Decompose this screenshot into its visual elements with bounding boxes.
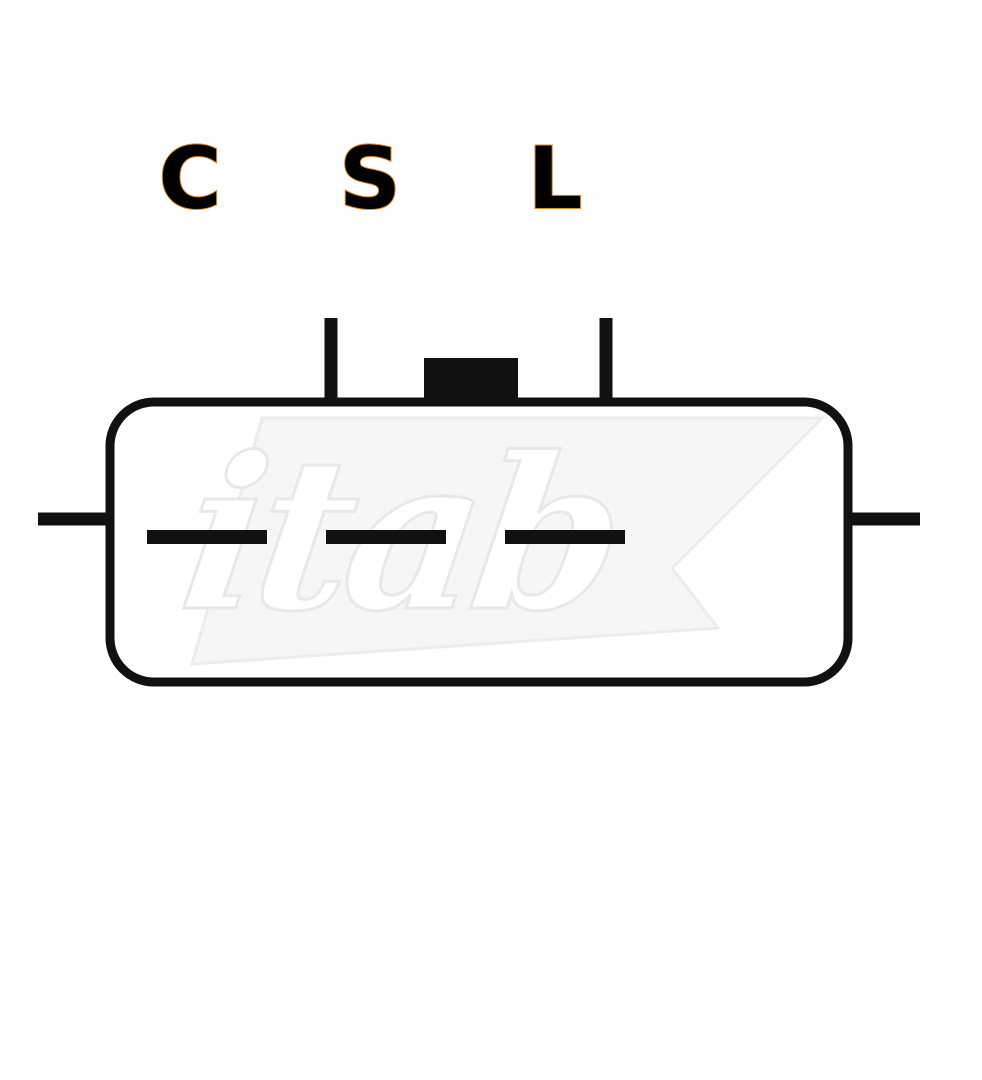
pin-label-c: C: [158, 129, 221, 229]
locking-tab: [424, 358, 518, 402]
pin-label-s: S: [339, 129, 401, 229]
pin-label-l: L: [528, 129, 583, 229]
pin-labels: C S L: [157, 128, 583, 230]
